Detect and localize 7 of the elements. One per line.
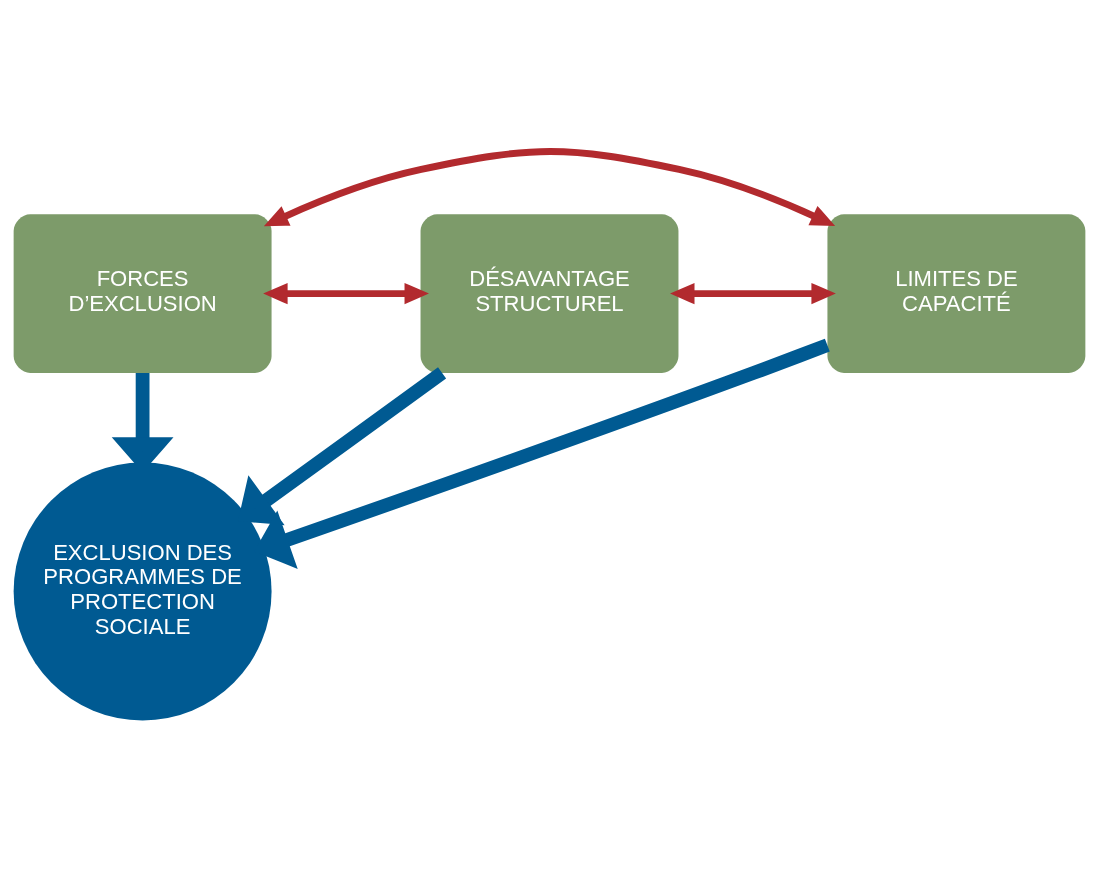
node-box: DÉSAVANTAGE STRUCTUREL — [420, 213, 679, 373]
node-circle: EXCLUSION DES PROGRAMMES DE PROTECTION SOCIALE — [13, 462, 272, 720]
arrow — [670, 282, 836, 304]
node-box: FORCES D’EXCLUSION — [13, 213, 272, 373]
node-box: LIMITES DE CAPACITÉ — [827, 213, 1086, 373]
arrow — [263, 147, 836, 226]
arrow — [263, 282, 429, 304]
